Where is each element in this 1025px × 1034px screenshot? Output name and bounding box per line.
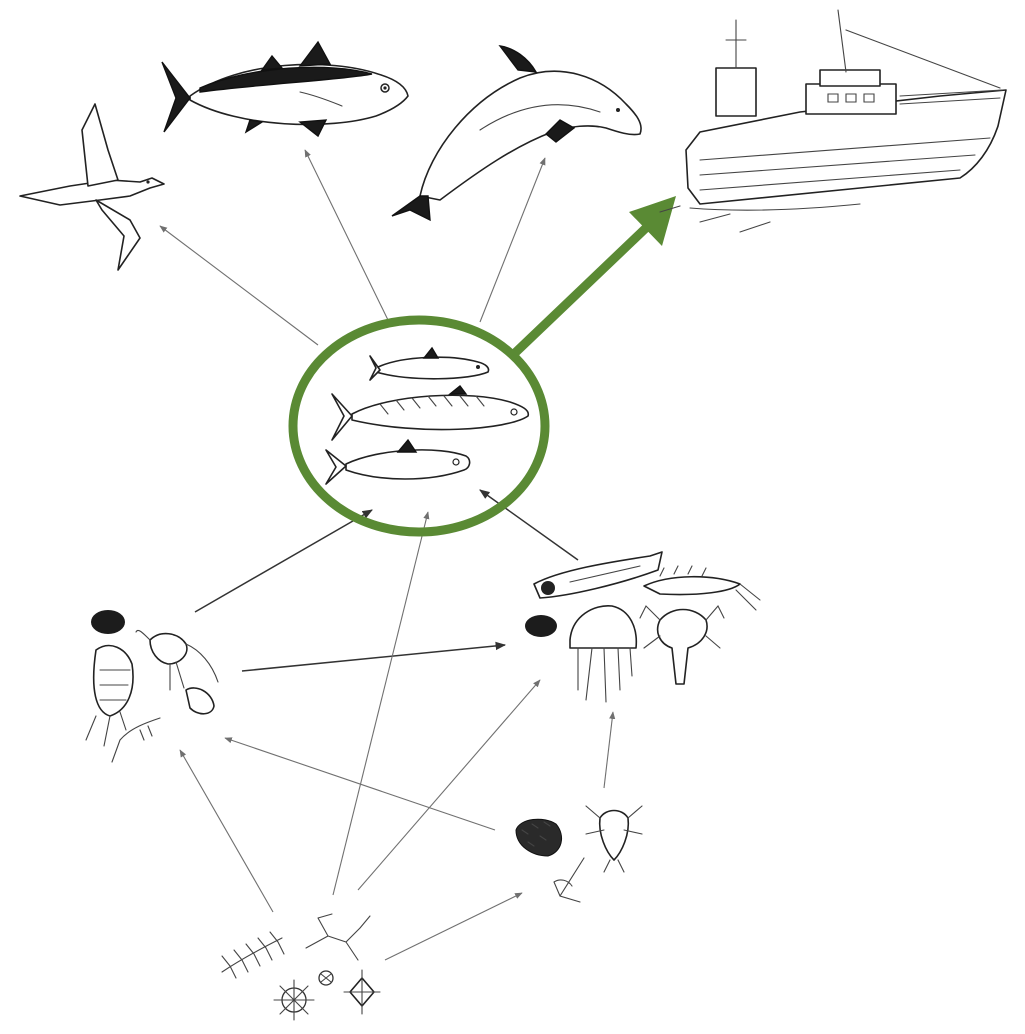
nauplius-larva — [586, 806, 642, 872]
link-forage-to-dolphin — [480, 158, 545, 322]
harvest-arrow-shaft — [516, 226, 648, 352]
lobster-larva — [640, 606, 724, 684]
fish-larva — [534, 552, 662, 598]
coccolith — [319, 971, 333, 985]
link-gelatinous-to-forage — [480, 490, 578, 560]
seabird-icon — [20, 104, 164, 270]
tuna-icon — [162, 42, 408, 136]
forage-fish-icon — [326, 348, 528, 484]
link-phyto-to-gelatinous — [358, 680, 540, 890]
foraminifera — [516, 819, 562, 856]
fish-egg — [525, 615, 557, 637]
copepod-icon — [86, 610, 218, 762]
larval-plankton-icon — [516, 806, 642, 902]
mackerel — [332, 386, 528, 440]
link-micro-to-gelatinous — [604, 712, 613, 788]
link-zooplankton-to-gelatinous — [242, 645, 505, 671]
link-phyto-to-forage — [333, 512, 428, 895]
radiolarian — [274, 980, 314, 1020]
link-micro-to-zooplankton — [225, 738, 495, 830]
asterionella — [306, 914, 370, 960]
link-zooplankton-to-forage — [195, 510, 372, 612]
sardine — [326, 440, 470, 484]
jellyfish-larva-icon — [525, 552, 760, 702]
krill — [644, 566, 760, 610]
dolphin-icon — [392, 46, 641, 220]
trawler-icon — [660, 10, 1006, 232]
link-forage-to-tuna — [305, 150, 388, 320]
diatom-icon — [222, 914, 380, 1020]
link-forage-to-gannet — [160, 226, 318, 345]
chaetoceros-chain — [222, 932, 284, 978]
link-phyto-to-zooplankton — [180, 750, 273, 912]
pluteus-larva — [554, 858, 584, 902]
anchovy — [370, 348, 489, 380]
jellyfish — [570, 606, 636, 702]
link-phyto-to-micro — [385, 893, 522, 960]
dinoflagellate — [344, 970, 380, 1014]
fish-egg — [91, 610, 125, 634]
